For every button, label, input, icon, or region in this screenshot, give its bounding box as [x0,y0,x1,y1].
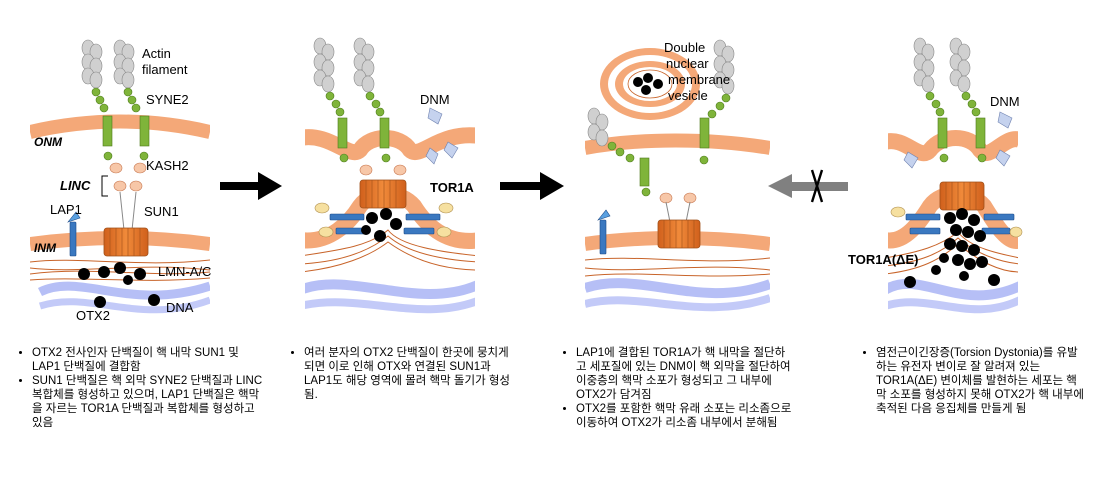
dna-strand [38,296,210,314]
lap1-protein [67,211,81,257]
label-sun1: SUN1 [144,204,179,219]
label-inm: INM [34,241,57,255]
syne2-protein [925,91,987,163]
label-syne2: SYNE2 [146,92,189,107]
actin-filament [81,39,135,89]
panel-2: DNM TOR1A [305,37,475,314]
label-otx2: OTX2 [76,308,110,323]
caption-item: OTX2를 포함한 핵막 유래 소포는 리소좀으로 이동하여 OTX2가 리소좀… [576,402,792,430]
arrow-right-icon [500,172,564,200]
caption-panel-3: LAP1에 결합된 TOR1A가 핵 내막을 절단하고 세포질에 있는 DNM이… [562,346,792,430]
syne2-protein [91,87,150,161]
linc-bracket [101,175,108,197]
sun1-head [359,164,407,176]
sun1-barrel [939,181,985,211]
dna-strand [888,296,1018,314]
caption-panel-4: 염전근이긴장증(Torsion Dystonia)를 유발하는 유전자 변이로 … [862,346,1087,416]
label-filament: filament [142,62,188,77]
dnm-protein [425,107,459,165]
label-membrane: membrane [668,72,730,87]
dnm-protein [903,111,1013,169]
sun1-head [659,192,697,204]
sun1-barrel [359,179,407,209]
panel-1: Actin filament SYNE2 ONM KASH2 LINC LAP1… [30,39,211,323]
dna-strand [305,297,475,314]
actin-filament [587,39,735,147]
sun1-stalk [665,201,691,223]
caption-item: OTX2 전사인자 단백질이 핵 내막 SUN1 및 LAP1 단백질에 결합함 [32,346,268,374]
caption-item: 염전근이긴장증(Torsion Dystonia)를 유발하는 유전자 변이로 … [876,346,1087,416]
dna-strand [585,278,770,299]
label-lmn: LMN-A/C [158,264,211,279]
label-kash2: KASH2 [146,158,189,173]
label-dnm: DNM [990,94,1020,109]
sun1-barrel [657,219,701,249]
dna-strand [888,278,1018,301]
outer-nuclear-membrane [30,114,210,139]
actin-filament [913,37,971,93]
syne2-protein [325,91,391,163]
panel-3: Double nuclear membrane vesicle [585,39,770,312]
caption-item: SUN1 단백질은 핵 외막 SYNE2 단백질과 LINC 복합체를 형성하고… [32,374,268,430]
label-double: Double [664,40,705,55]
otx2-molecules [78,262,160,308]
lap1-protein [597,209,611,255]
dna-strand [37,281,210,300]
nuclear-lamina [305,229,475,272]
arrow-right-icon [220,172,282,200]
label-lap1: LAP1 [50,202,82,217]
label-onm: ONM [34,135,63,149]
label-tor1a: TOR1A [430,180,474,195]
syne2-protein [607,93,731,197]
tor1a-protein [314,202,454,238]
blocked-arrow-icon [768,169,848,203]
sun1-barrel [103,227,149,257]
label-vesicle: vesicle [668,88,708,103]
sun1-head [109,162,147,192]
label-dnm: DNM [420,92,450,107]
otx2-molecules [361,208,402,242]
label-actin: Actin [142,46,171,61]
label-dna: DNA [166,300,194,315]
caption-panel-2: 여러 분자의 OTX2 단백질이 한곳에 뭉치게 되면 이로 인해 OTX와 연… [290,346,515,402]
lap1-protein [329,213,441,235]
caption-item: LAP1에 결합된 TOR1A가 핵 내막을 절단하고 세포질에 있는 DNM이… [576,346,792,402]
dna-strand [585,294,770,312]
caption-panel-1: OTX2 전사인자 단백질이 핵 내막 SUN1 및 LAP1 단백질에 결합함… [18,346,268,430]
panel-4: DNM TOR1A(ΔE) [848,37,1023,314]
label-tor1a-de: TOR1A(ΔE) [848,252,919,267]
otx2-aggregate [904,208,1000,288]
label-linc: LINC [60,178,91,193]
caption-item: 여러 분자의 OTX2 단백질이 한곳에 뭉치게 되면 이로 인해 OTX와 연… [304,346,515,402]
nuclear-lamina [585,257,770,277]
dna-strand [305,279,475,299]
tor1a-de-protein [890,206,1023,238]
outer-nuclear-membrane [888,130,1018,162]
actin-filament [313,37,375,93]
lap1-protein [905,213,1015,235]
nuclear-membrane-vesicle [600,48,700,120]
sun1-stalk [119,191,137,231]
label-nuclear: nuclear [666,56,709,71]
